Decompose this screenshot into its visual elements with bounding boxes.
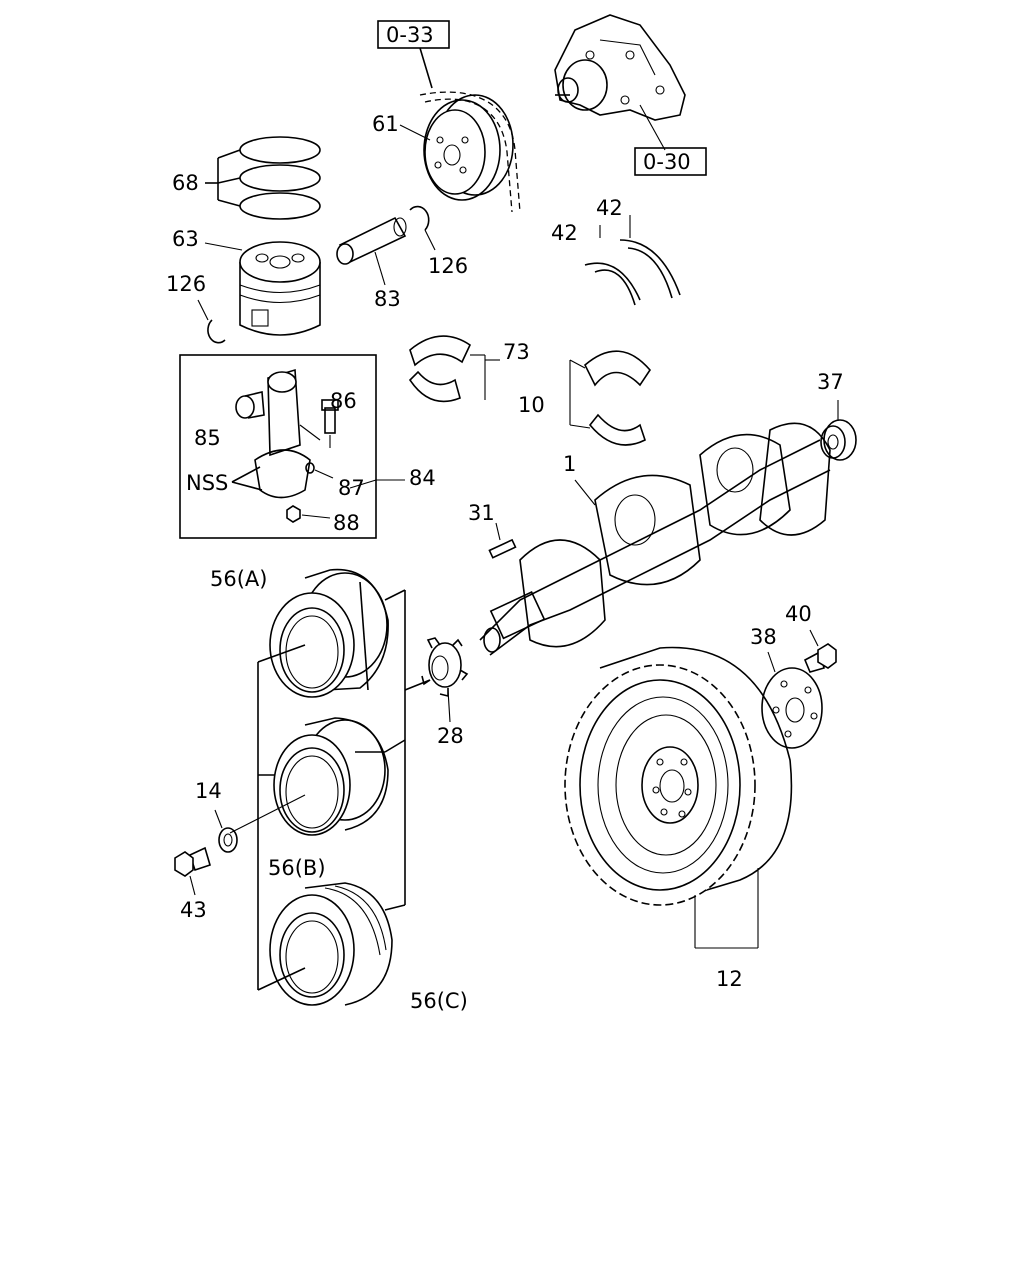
part-label-28: 28 <box>437 724 464 748</box>
part-label-10: 10 <box>518 393 545 417</box>
part-label-12: 12 <box>716 967 743 991</box>
part-label-73: 73 <box>503 340 530 364</box>
part-label-85: 85 <box>194 426 221 450</box>
snap-ring-126-right <box>409 205 436 251</box>
pulley-56c <box>269 882 393 1006</box>
part-label-126-left: 126 <box>166 272 206 296</box>
part-label-84: 84 <box>409 466 436 490</box>
ref-box-033 <box>377 20 450 49</box>
conrod-assembly-84 <box>179 354 405 539</box>
part-label-31: 31 <box>468 501 495 525</box>
ref-030-label: 0-30 <box>643 150 691 174</box>
flywheel-12 <box>564 646 793 949</box>
pulley-61 <box>399 94 514 201</box>
part-label-61: 61 <box>372 112 399 136</box>
water-pump <box>554 14 686 151</box>
part-label-86: 86 <box>330 389 357 413</box>
piston-pin-83 <box>336 216 407 286</box>
bolt-43 <box>174 846 211 896</box>
part-label-43: 43 <box>180 898 207 922</box>
main-bearings-10 <box>569 350 652 446</box>
snap-ring-126-left <box>197 299 226 344</box>
part-label-63: 63 <box>172 227 199 251</box>
washer-14 <box>214 809 238 853</box>
part-label-1: 1 <box>563 452 576 476</box>
crankshaft-1 <box>479 422 831 656</box>
pilot-bearing-37 <box>820 400 857 461</box>
conrod-bearings-73 <box>408 335 500 403</box>
part-label-56a: 56(A) <box>210 567 267 591</box>
part-label-37: 37 <box>817 370 844 394</box>
part-label-42-right: 42 <box>596 196 623 220</box>
thrust-washers-42 <box>584 215 681 306</box>
part-label-126-right: 126 <box>428 254 468 278</box>
gear-28 <box>421 637 469 723</box>
bolt-40 <box>803 629 837 673</box>
piston-rings-68 <box>205 136 321 220</box>
part-label-83: 83 <box>374 287 401 311</box>
part-label-56c: 56(C) <box>410 989 468 1013</box>
pulley-56b <box>273 717 389 836</box>
part-label-14: 14 <box>195 779 222 803</box>
part-label-68: 68 <box>172 171 199 195</box>
part-label-38: 38 <box>750 625 777 649</box>
plate-38 <box>761 651 823 749</box>
piston-63 <box>204 241 321 336</box>
pulley-56a <box>269 568 389 698</box>
ref-box-030 <box>634 147 707 176</box>
part-label-88: 88 <box>333 511 360 535</box>
key-31 <box>488 522 517 559</box>
ref-033-label: 0-33 <box>386 23 434 47</box>
part-label-87: 87 <box>338 476 365 500</box>
part-label-40: 40 <box>785 602 812 626</box>
pulley-leader-lines <box>229 589 431 991</box>
part-label-nss: NSS <box>186 471 228 495</box>
part-label-42-left: 42 <box>551 221 578 245</box>
part-label-56b: 56(B) <box>268 856 326 880</box>
